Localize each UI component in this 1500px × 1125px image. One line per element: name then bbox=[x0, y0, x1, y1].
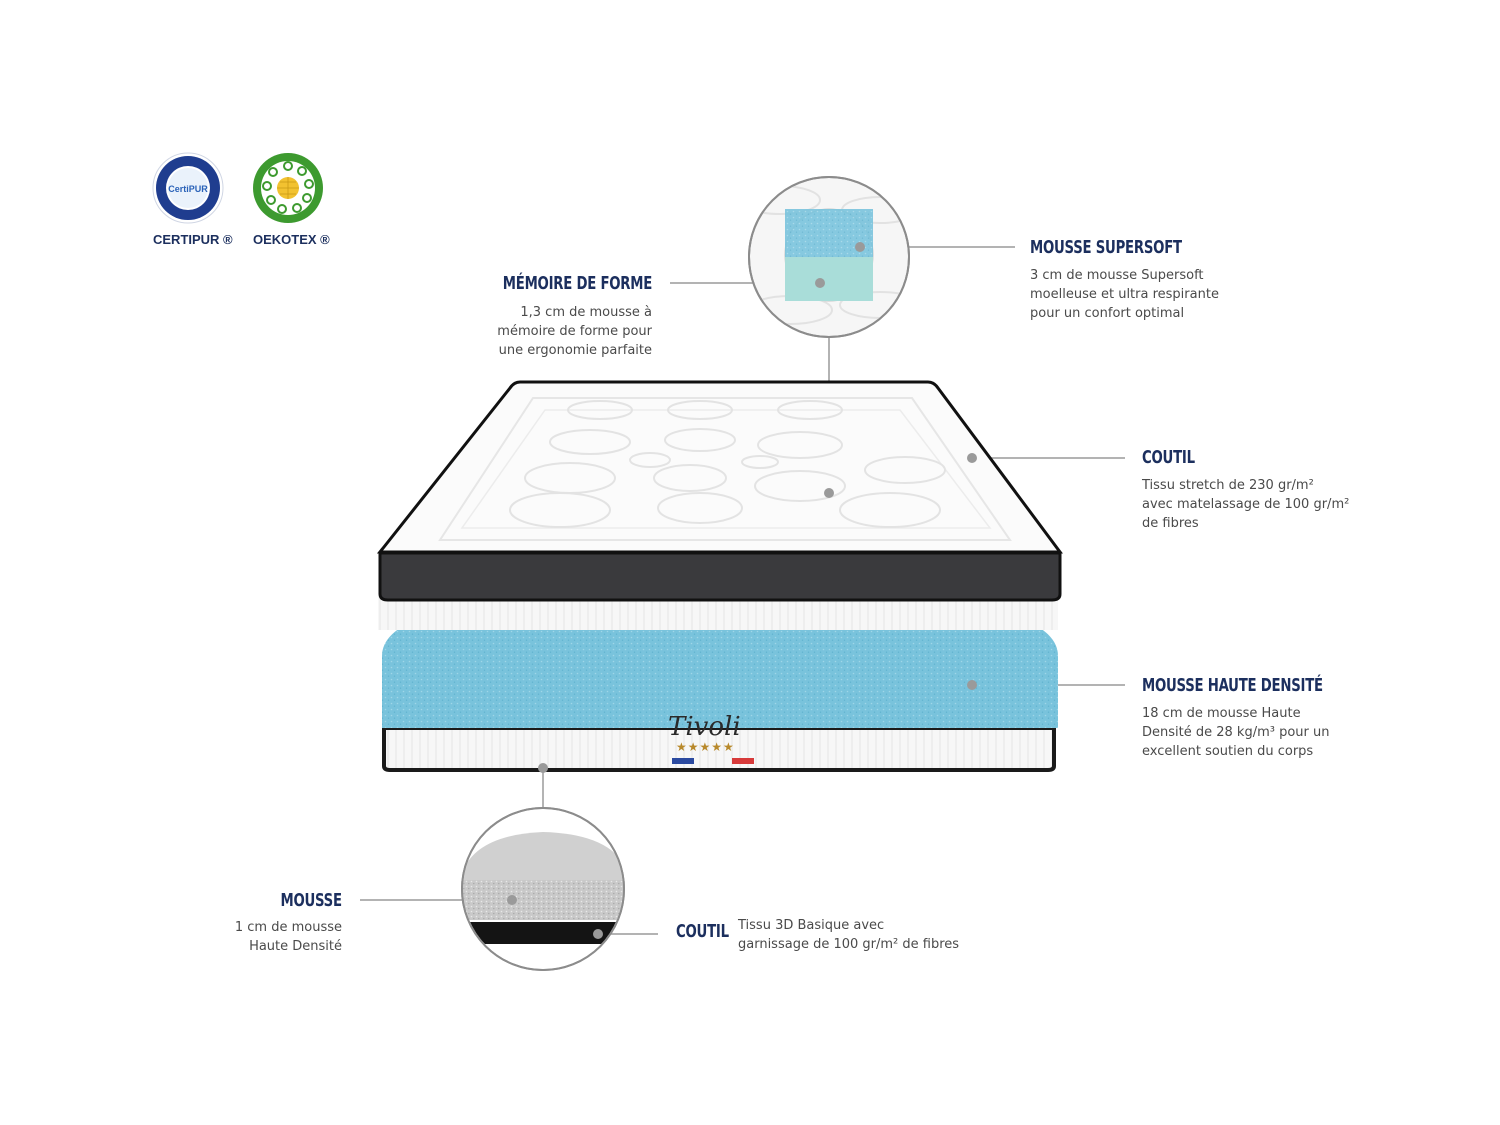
callout-line: excellent soutien du corps bbox=[1142, 744, 1314, 759]
callout-coutil-bottom-title: COUTIL bbox=[676, 921, 729, 942]
callout-line: avec matelassage de 100 gr/m² bbox=[1142, 497, 1350, 512]
callout-line: Haute Densité bbox=[249, 939, 342, 954]
callout-coutil-bottom-desc: Tissu 3D Basique avec garnissage de 100 … bbox=[738, 916, 959, 954]
brand-logo: Tivoli bbox=[668, 712, 741, 742]
callout-line: moelleuse et ultra respirante bbox=[1030, 287, 1219, 302]
callout-line: 3 cm de mousse Supersoft bbox=[1030, 268, 1204, 283]
callout-line: Tissu 3D Basique avec bbox=[738, 918, 885, 933]
oekotex-logo bbox=[252, 152, 324, 224]
callout-title: MOUSSE SUPERSOFT bbox=[1030, 237, 1182, 258]
callout-line: garnissage de 100 gr/m² de fibres bbox=[738, 937, 960, 952]
callout-mousse-supersoft: MOUSSE SUPERSOFT 3 cm de mousse Supersof… bbox=[1030, 237, 1219, 323]
callout-line: 1,3 cm de mousse à bbox=[520, 305, 652, 320]
callout-line: Densité de 28 kg/m³ pour un bbox=[1142, 725, 1330, 740]
brand-stars: ★★★★★ bbox=[676, 740, 735, 754]
callout-line: pour un confort optimal bbox=[1030, 306, 1185, 321]
callout-line: 18 cm de mousse Haute bbox=[1142, 706, 1301, 721]
callout-title: MÉMOIRE DE FORME bbox=[502, 273, 653, 294]
certipur-label: CERTIPUR ® bbox=[153, 232, 233, 247]
flag-red bbox=[732, 758, 754, 764]
callout-mousse-haute-densite: MOUSSE HAUTE DENSITÉ 18 cm de mousse Hau… bbox=[1142, 675, 1363, 761]
oekotex-badge-icon bbox=[253, 153, 323, 223]
callout-line: Tissu stretch de 230 gr/m² bbox=[1142, 478, 1314, 493]
certipur-badge-icon: CertiPUR bbox=[152, 152, 224, 224]
svg-text:CertiPUR: CertiPUR bbox=[168, 184, 208, 194]
callout-coutil-top: COUTIL Tissu stretch de 230 gr/m² avec m… bbox=[1142, 447, 1349, 533]
callout-line: une ergonomie parfaite bbox=[498, 343, 652, 358]
flag-blue bbox=[672, 758, 694, 764]
callout-line: de fibres bbox=[1142, 516, 1199, 531]
callout-line: 1 cm de mousse bbox=[234, 920, 342, 935]
callout-title: MOUSSE bbox=[280, 890, 343, 911]
callout-title: COUTIL bbox=[1142, 447, 1195, 468]
certipur-logo: CertiPUR bbox=[152, 152, 224, 224]
callout-title: MOUSSE HAUTE DENSITÉ bbox=[1142, 675, 1323, 696]
oekotex-label: OEKOTEX ® bbox=[253, 232, 330, 247]
callout-line: mémoire de forme pour bbox=[497, 324, 652, 339]
